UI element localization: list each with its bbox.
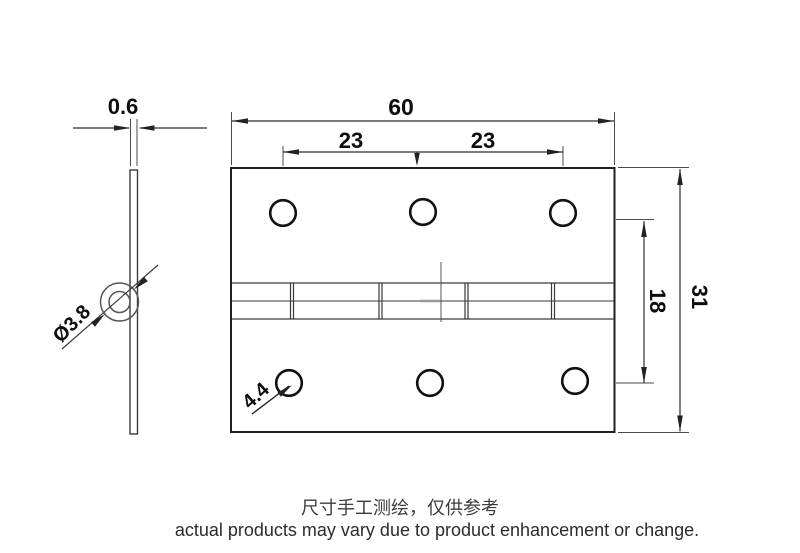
screw-holes-bottom-row — [274, 366, 590, 398]
screw-holes-top-row — [268, 197, 578, 228]
thickness-arrowhead-right — [138, 125, 155, 131]
pitch-arrowhead-left — [283, 149, 299, 155]
footnote-line-en: actual products may vary due to product … — [174, 520, 700, 540]
pitch-left-label: 23 — [339, 128, 363, 153]
plate-edge-view — [129, 169, 139, 435]
height-label: 31 — [687, 285, 712, 309]
front-view: 60 23 23 18 31 — [230, 94, 712, 433]
row-pitch-arrowhead-top — [641, 221, 647, 237]
hole-bottom-left — [274, 368, 304, 398]
hole-bottom-center — [415, 368, 445, 398]
hole-top-center — [408, 197, 438, 227]
side-view: Ø3.8 0.6 — [49, 94, 207, 435]
pitch-center-down-arrowhead — [414, 153, 420, 166]
knuckle-outer-circle — [99, 282, 140, 322]
thickness-arrowhead-left — [114, 125, 130, 131]
pin-diameter-leader-line — [61, 264, 159, 350]
knuckle-divisions — [289, 283, 556, 319]
width-label: 60 — [388, 94, 414, 120]
hole-diameter-arrowhead — [277, 385, 292, 397]
row-pitch-label: 18 — [645, 289, 670, 313]
hole-top-left — [268, 198, 298, 228]
width-arrowhead-right — [598, 118, 614, 124]
hole-bottom-right — [560, 366, 590, 396]
pin-inner-circle — [108, 290, 131, 314]
height-arrowhead-bottom — [677, 415, 683, 432]
pin-diameter-arrowhead-lower — [91, 314, 105, 327]
width-arrowhead-left — [232, 118, 248, 124]
pitch-arrowhead-right — [547, 149, 563, 155]
hole-top-right — [548, 198, 578, 228]
footnote-line-zh: 尺寸手工测绘，仅供参考 — [301, 498, 499, 518]
height-arrowhead-top — [677, 169, 683, 185]
pitch-right-label: 23 — [471, 128, 495, 153]
row-pitch-arrowhead-bottom — [641, 367, 647, 383]
thickness-label: 0.6 — [108, 94, 139, 119]
pin-diameter-arrowhead-upper — [133, 276, 148, 290]
